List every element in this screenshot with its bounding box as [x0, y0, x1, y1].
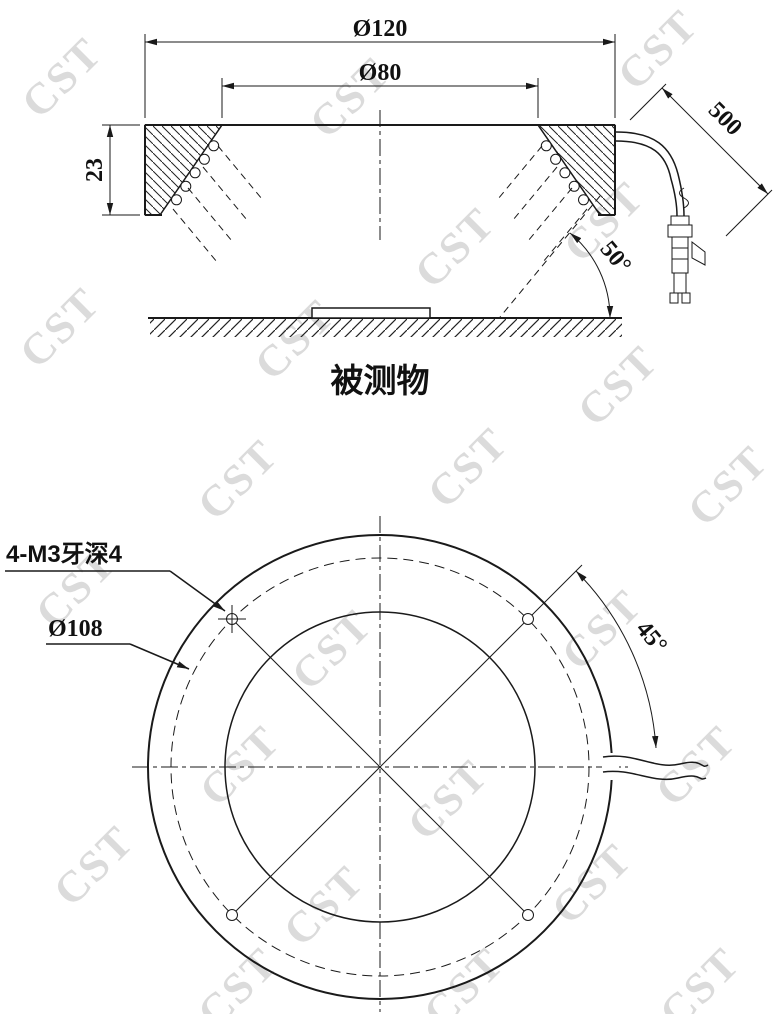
- holes-callout-text: 4-M3牙深4: [6, 541, 123, 568]
- bolt-circle-callout: Ø108: [46, 616, 190, 670]
- led-array-right: [540, 140, 589, 206]
- watermark-text: CST: [568, 336, 667, 435]
- watermark-text: CST: [608, 0, 707, 99]
- watermark-text: CST: [12, 28, 111, 127]
- connector: [667, 215, 706, 304]
- dim-cable-length-text: 500: [703, 97, 747, 141]
- holes-callout: 4-M3牙深4: [5, 541, 226, 612]
- dim-inner-diameter: Ø80: [221, 60, 539, 118]
- plan-view: 4-M3牙深4 Ø108 45°: [5, 516, 709, 1012]
- dim-outer-diameter-text: Ø120: [353, 16, 408, 42]
- light-rays-right: [497, 145, 601, 318]
- watermark-text: CST: [678, 436, 777, 535]
- watermark-text: CST: [405, 198, 504, 297]
- mounting-hole: [522, 909, 534, 921]
- mounting-hole: [226, 909, 238, 921]
- diagonal-2: [227, 564, 583, 920]
- dim-height-text: 23: [82, 158, 108, 182]
- dim-height: 23: [82, 124, 140, 216]
- measured-object-label: 被测物: [331, 362, 430, 399]
- surface-hatch: [150, 318, 622, 337]
- dim-cable-length: 500: [629, 83, 773, 237]
- bolt-circle-callout-text: Ø108: [48, 616, 103, 642]
- led-array-left: [171, 140, 220, 206]
- watermark-text: CST: [188, 430, 287, 529]
- ring-section-right-hatch: [537, 124, 616, 216]
- mounting-hole: [522, 613, 534, 625]
- watermark-text: CST: [190, 716, 289, 815]
- measured-object-plate: [311, 307, 431, 319]
- dim-outer-diameter: Ø120: [144, 16, 616, 118]
- ring-section: [144, 110, 616, 318]
- mounting-holes: [218, 605, 534, 921]
- measured-surface: 被测物: [148, 307, 622, 399]
- watermark-text: CST: [646, 716, 745, 815]
- watermark-text: CST: [274, 856, 373, 955]
- watermark-text: CST: [650, 938, 749, 1014]
- watermark-text: CST: [418, 418, 517, 517]
- dim-inner-diameter-text: Ø80: [359, 60, 402, 86]
- cable-exit: [602, 753, 709, 781]
- watermark-text: CST: [414, 938, 513, 1014]
- ring-section-left-hatch: [144, 124, 223, 216]
- watermark-text: CST: [10, 278, 109, 377]
- watermark-text: CST: [44, 816, 143, 915]
